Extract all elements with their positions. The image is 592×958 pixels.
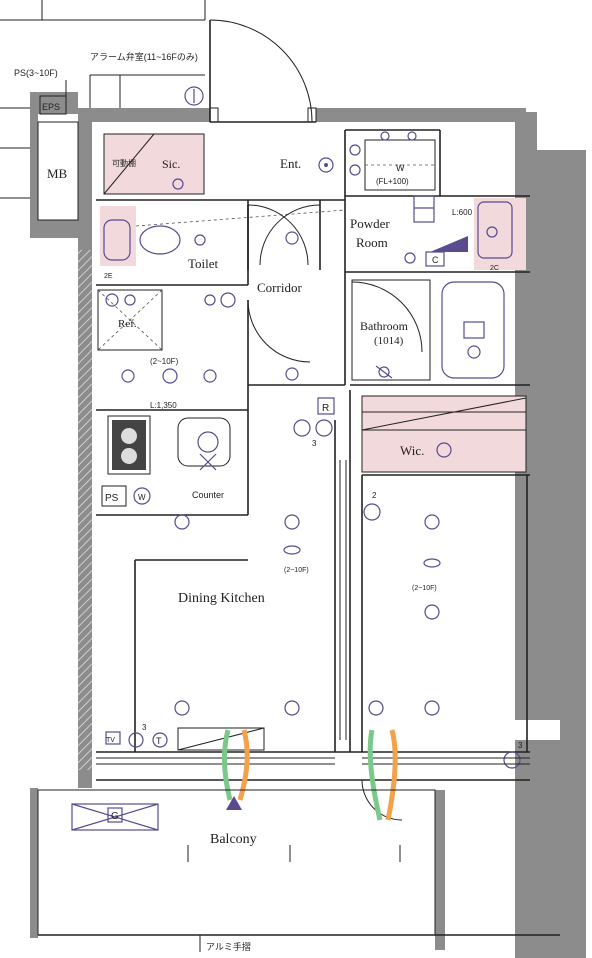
ref-label: Ref. (118, 318, 137, 330)
fl-note: (FL+100) (376, 177, 409, 186)
dining-kitchen: (2~10F) Dining Kitchen TV T 3 (105, 514, 309, 751)
eps-label: EPS (42, 102, 60, 112)
entrance-door (184, 19, 317, 123)
balcony: G Balcony アルミ手摺 (37, 789, 560, 952)
entrance-light-icon (318, 157, 334, 173)
kitchen: L:1,350 PS W Counter R 3 (101, 397, 335, 507)
corridor: Corridor (247, 204, 321, 381)
sensor-2c-note: 2C (490, 265, 499, 272)
bedroom: 2 (2~10F) 3 (339, 460, 523, 769)
wic-label: Wic. (400, 443, 424, 458)
num3-a: 3 (312, 439, 317, 448)
bathroom-size-label: (1014) (374, 335, 404, 347)
balcony-direction-arrow-icon (226, 796, 242, 810)
corridor-label: Corridor (257, 280, 302, 295)
vent-arrows (221, 729, 398, 821)
powder-room-label-2: Room (356, 235, 388, 250)
dining-kitchen-label: Dining Kitchen (178, 591, 265, 606)
powder-room-label-1: Powder (350, 216, 390, 231)
num2: 2 (372, 491, 377, 500)
ref-area: Ref. (2~10F) (97, 289, 236, 384)
counter-label: Counter (192, 490, 224, 500)
alarm-note: アラーム弁室(11~16Fのみ) (90, 51, 198, 62)
intercom-icon (184, 86, 204, 106)
bathroom-label: Bathroom (360, 319, 409, 333)
powder-room: W (FL+100) Powder Room C L:600 2C (349, 131, 526, 272)
toilet: Toilet 2E (100, 206, 346, 280)
balcony-label: Balcony (210, 832, 257, 847)
sensor-2e-note: 2E (104, 273, 113, 280)
kitchen-floor-note: (2~10F) (150, 357, 179, 366)
r-box-label: R (322, 403, 329, 414)
num3-c: 3 (518, 741, 523, 750)
ps-top-note: PS(3~10F) (14, 68, 58, 78)
mb-label: MB (47, 166, 68, 181)
mb-eps: MB EPS (37, 95, 79, 221)
toilet-label: Toilet (188, 256, 219, 271)
shoe-closet: 可動棚 Sic. (103, 133, 205, 195)
g-box-label: G (111, 811, 119, 822)
window-sash (96, 757, 530, 821)
handrail-note: アルミ手摺 (206, 941, 251, 952)
exterior-context (0, 0, 206, 199)
closet-w-label: W (396, 163, 405, 173)
kanabuchi-note: 可動棚 (112, 158, 136, 168)
bathroom: Bathroom (1014) (351, 279, 505, 381)
c-box-label: C (432, 255, 439, 265)
partitions (96, 129, 530, 781)
corridor-light-icon (285, 231, 299, 245)
walls (30, 92, 586, 958)
walk-in-closet: Wic. (361, 395, 527, 473)
tv-label: TV (106, 737, 115, 744)
w-circle-label: W (138, 493, 146, 502)
entrance-label: Ent. (280, 156, 301, 171)
ps-kitchen-label: PS (105, 493, 119, 504)
dk-light-note: (2~10F) (284, 567, 309, 574)
t-circle-label: T (156, 736, 162, 746)
num3-b: 3 (142, 723, 147, 732)
bedroom-light-note: (2~10F) (412, 585, 437, 592)
l600-note: L:600 (452, 208, 473, 217)
l1350-note: L:1,350 (150, 401, 177, 410)
sic-label: Sic. (162, 157, 180, 171)
